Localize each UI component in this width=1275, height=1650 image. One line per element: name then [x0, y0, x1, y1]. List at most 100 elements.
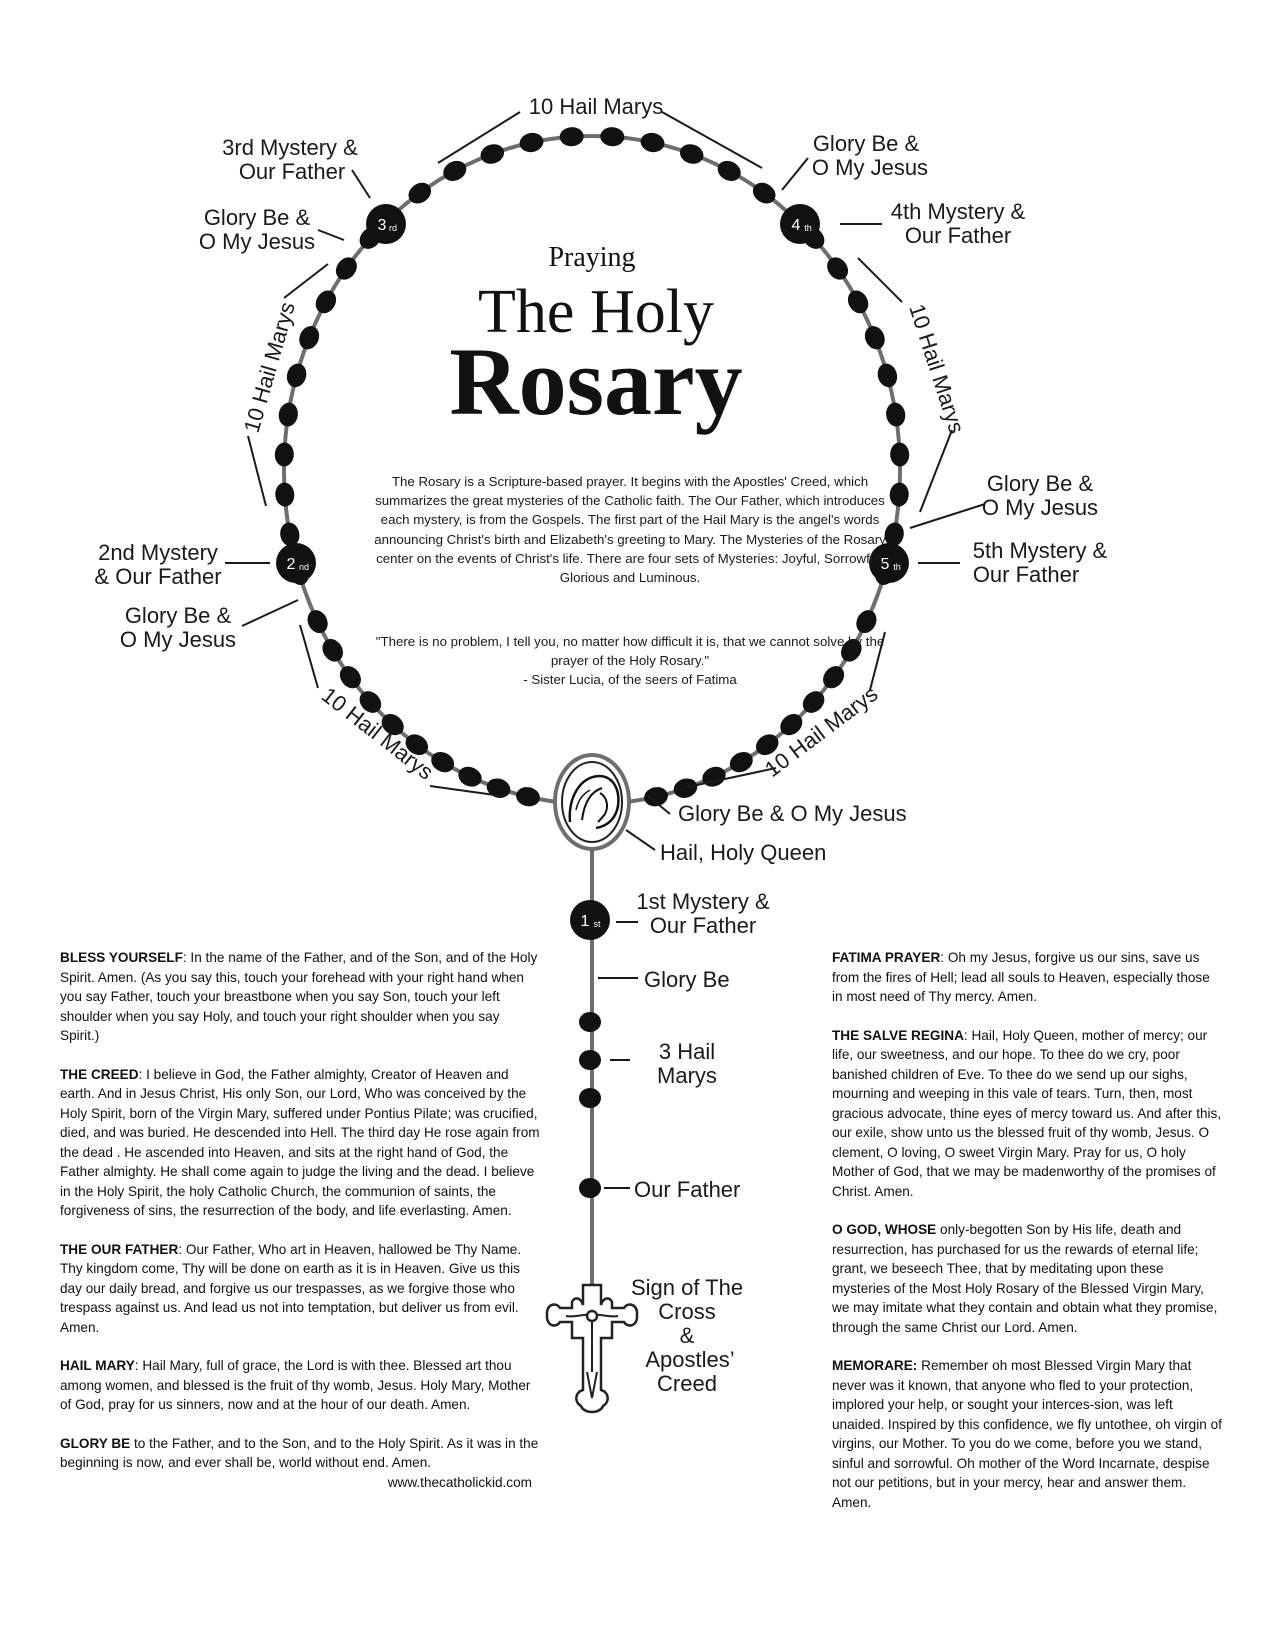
prayer-text: : Oh my Jesus, forgive us our sins, save…: [832, 950, 1210, 1004]
hail-mary-bead: [729, 751, 753, 773]
label-3rd-mystery-line2: Our Father: [239, 159, 345, 184]
label-right-hail-marys: 10 Hail Marys: [904, 301, 969, 437]
hail-mary-bead: [519, 132, 544, 153]
label-glory-be-l-line2: O My Jesus: [120, 627, 236, 652]
hail-mary-bead: [339, 666, 361, 689]
label-three-hail-line1: 3 Hail: [659, 1039, 715, 1064]
hail-mary-bead: [640, 132, 665, 153]
decade-suffix: th: [893, 562, 901, 572]
decade-suffix: st: [593, 919, 601, 929]
hail-mary-bead: [856, 610, 877, 634]
label-4th-mystery-line1: 4th Mystery &: [891, 199, 1026, 224]
hail-mary-bead: [827, 257, 849, 280]
sister-lucia-quote: "There is no problem, I tell you, no mat…: [370, 632, 890, 690]
label-4th-mystery-line2: Our Father: [905, 223, 1011, 248]
decade-number: 4: [792, 217, 801, 234]
label-2nd-mystery-line1: 2nd Mystery: [98, 540, 218, 565]
label-glory-be-l-line1: Glory Be &: [125, 603, 232, 628]
decade-marker-5th: 5 th: [869, 543, 909, 583]
decade-number: 5: [881, 556, 890, 573]
quote-text: "There is no problem, I tell you, no mat…: [375, 634, 885, 669]
prayer-glory-be: GLORY BE to the Father, and to the Son, …: [60, 1434, 540, 1490]
prayer-heading: HAIL MARY: [60, 1358, 135, 1373]
decade-marker-2nd: 2 nd: [276, 543, 316, 583]
crucifix-icon: [545, 1283, 639, 1414]
hail-mary-bead: [841, 638, 862, 662]
prayer-heading: GLORY BE: [60, 1435, 131, 1451]
hail-mary-bead: [359, 691, 382, 713]
hail-mary-bead: [307, 610, 328, 634]
prayer-bless-yourself: BLESS YOURSELF: In the name of the Fathe…: [60, 948, 540, 1046]
label-glory-be-r-line1: Glory Be &: [987, 471, 1094, 496]
hail-mary-bead: [559, 127, 584, 147]
label-sign-line2: Cross: [658, 1299, 715, 1324]
decade-number: 3: [378, 217, 387, 234]
prayer-text: : In the name of the Father, and of the …: [60, 950, 538, 1043]
prayers-left-column: BLESS YOURSELF: In the name of the Fathe…: [60, 948, 540, 1492]
label-sign-line3: &: [680, 1323, 695, 1348]
hail-mary-bead: [644, 787, 668, 807]
prayer-creed: THE CREED: I believe in God, the Father …: [60, 1065, 540, 1221]
prayer-our-father: THE OUR FATHER: Our Father, Who art in H…: [60, 1240, 540, 1338]
hail-mary-bead: [755, 734, 779, 756]
prayer-heading: THE OUR FATHER: [60, 1241, 179, 1257]
pendant-bead: [579, 1012, 601, 1032]
hail-mary-bead: [299, 326, 320, 350]
label-glory-be-tr-line2: O My Jesus: [812, 155, 928, 180]
prayer-hail-mary: HAIL MARY: Hail Mary, full of grace, the…: [60, 1356, 540, 1415]
label-pointer-lines: [225, 111, 986, 1189]
hail-mary-bead: [823, 666, 845, 689]
hail-mary-bead: [275, 482, 295, 507]
label-5th-mystery-line1: 5th Mystery &: [973, 538, 1108, 563]
prayer-text: : Hail, Holy Queen, mother of mercy; our…: [832, 1027, 1222, 1199]
prayer-heading: MEMORARE:: [832, 1358, 918, 1373]
hail-mary-bead: [877, 363, 898, 388]
prayer-fatima: FATIMA PRAYER: Oh my Jesus, forgive us o…: [832, 948, 1222, 1007]
decade-marker-3rd: 3 rd: [366, 204, 406, 244]
pendant-bead: [579, 1050, 601, 1070]
hail-mary-bead: [405, 734, 429, 756]
hail-mary-bead: [516, 787, 540, 807]
prayer-memorare: MEMORARE: Remember oh most Blessed Virgi…: [832, 1356, 1222, 1512]
hail-mary-bead: [274, 442, 294, 467]
decade-marker-4th: 4 th: [780, 204, 820, 244]
quote-attribution: - Sister Lucia, of the seers of Fatima: [523, 672, 737, 688]
title-praying: Praying: [548, 242, 635, 273]
label-glory-be-bottom: Glory Be & O My Jesus: [678, 801, 907, 826]
prayer-text: : Our Father, Who art in Heaven, hallowe…: [60, 1241, 522, 1335]
label-top-hail-marys: 10 Hail Marys: [529, 94, 663, 119]
label-three-hail-line2: Marys: [657, 1063, 717, 1088]
prayer-heading: O GOD, WHOSE: [832, 1222, 937, 1237]
hail-mary-bead: [486, 778, 511, 798]
pendant-bead: [579, 1088, 601, 1108]
label-glory-be: Glory Be: [644, 967, 730, 992]
hail-mary-bead: [335, 257, 357, 280]
decade-marker-1st: 1 st: [570, 900, 610, 940]
hail-mary-bead: [458, 766, 482, 787]
hail-mary-bead: [890, 442, 910, 467]
prayer-text: only-begotten Son by His life, death and…: [832, 1222, 1218, 1335]
hail-mary-bead: [322, 638, 343, 662]
hail-mary-bead: [679, 144, 704, 164]
prayer-o-god-whose: O GOD, WHOSE only-begotten Son by His li…: [832, 1220, 1222, 1337]
hail-mary-bead: [480, 144, 505, 164]
decade-suffix: nd: [299, 562, 309, 572]
label-glory-be-tl-line2: O My Jesus: [199, 229, 315, 254]
hail-mary-bead: [886, 402, 906, 427]
decade-number: 2: [287, 556, 296, 573]
label-sign-line4: Apostles’: [645, 1347, 734, 1372]
hail-mary-bead: [702, 766, 726, 787]
hail-mary-bead: [286, 363, 307, 388]
label-3rd-mystery-line1: 3rd Mystery &: [222, 135, 358, 160]
title-rosary: Rosary: [449, 328, 742, 435]
rosary-introduction: The Rosary is a Scripture-based prayer. …: [374, 474, 886, 586]
hail-mary-bead: [408, 182, 432, 204]
pendant-bead: [579, 1178, 601, 1198]
hail-mary-bead: [884, 522, 904, 547]
prayers-right-column: FATIMA PRAYER: Oh my Jesus, forgive us o…: [832, 948, 1222, 1531]
prayer-text: Remember oh most Blessed Virgin Mary tha…: [832, 1358, 1222, 1510]
hail-mary-bead: [280, 522, 300, 547]
hail-mary-bead: [381, 713, 404, 736]
label-2nd-mystery-line2: & Our Father: [94, 564, 221, 589]
